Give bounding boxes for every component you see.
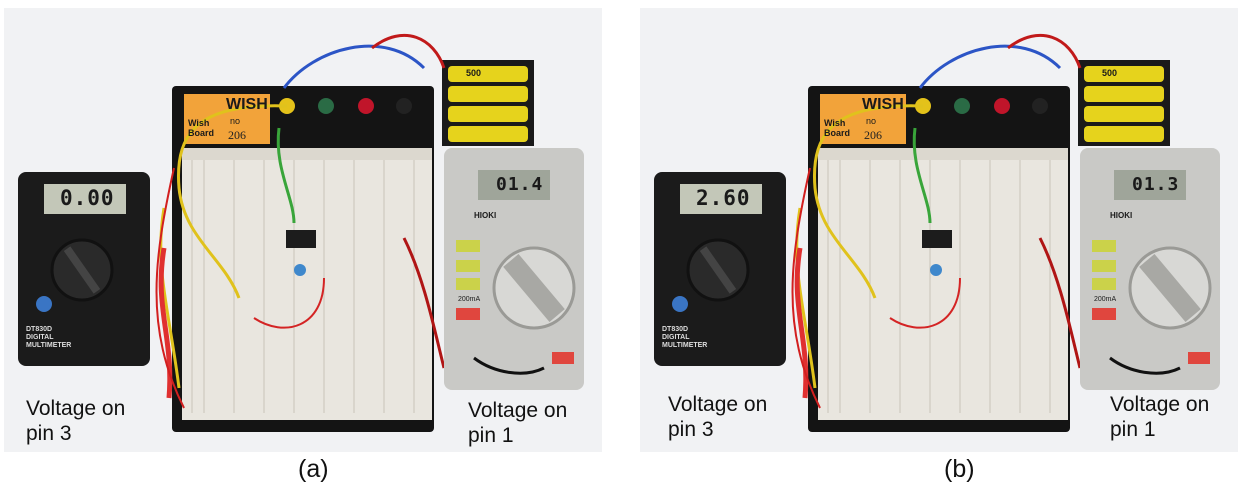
caption-left-pin3: Voltage on pin 3	[26, 397, 126, 445]
caption-right-pin1: Voltage on pin 1	[468, 399, 568, 447]
hioki-brand-label: HIOKI	[474, 211, 497, 220]
subfigure-label-b: (b)	[944, 455, 975, 483]
dt830d-brand-label: DT830D DIGITAL MULTIMETER	[662, 326, 708, 349]
breadboard-photo-b	[640, 8, 1238, 452]
dt830d-brand-label: DT830D DIGITAL MULTIMETER	[26, 326, 72, 349]
board-no-label: no	[866, 116, 877, 126]
subfigure-label-a: (a)	[298, 455, 329, 483]
hioki-brand-label: HIOKI	[1110, 211, 1133, 220]
dt830d-display-reading: 2.60	[696, 186, 751, 210]
hioki-display-reading: 01.4	[496, 174, 544, 195]
battery-label: 500	[466, 68, 482, 78]
board-model-number: 206	[228, 128, 246, 142]
photo-panel-b: 2.60 01.3 WISH Wish Board no 206 500 DT8…	[640, 8, 1238, 452]
hioki-current-label: 200mA	[458, 296, 481, 303]
dt830d-display-reading: 0.00	[60, 186, 115, 210]
caption-left-pin3: Voltage on pin 3	[668, 393, 768, 441]
hioki-display-reading: 01.3	[1132, 174, 1180, 195]
battery-label: 500	[1102, 68, 1118, 78]
photo-panel-a: 0.00 01.4 WISH Wish Board no 206 500 DT8…	[4, 8, 602, 452]
board-no-label: no	[230, 116, 241, 126]
breadboard-photo-a	[4, 8, 602, 452]
board-brand-logo: WISH	[862, 96, 904, 113]
caption-right-pin1: Voltage on pin 1	[1110, 393, 1210, 441]
hioki-current-label: 200mA	[1094, 296, 1117, 303]
board-sub-logo: Wish Board	[824, 118, 851, 138]
board-brand-logo: WISH	[226, 96, 268, 113]
board-model-number: 206	[864, 128, 882, 142]
board-sub-logo: Wish Board	[188, 118, 215, 138]
